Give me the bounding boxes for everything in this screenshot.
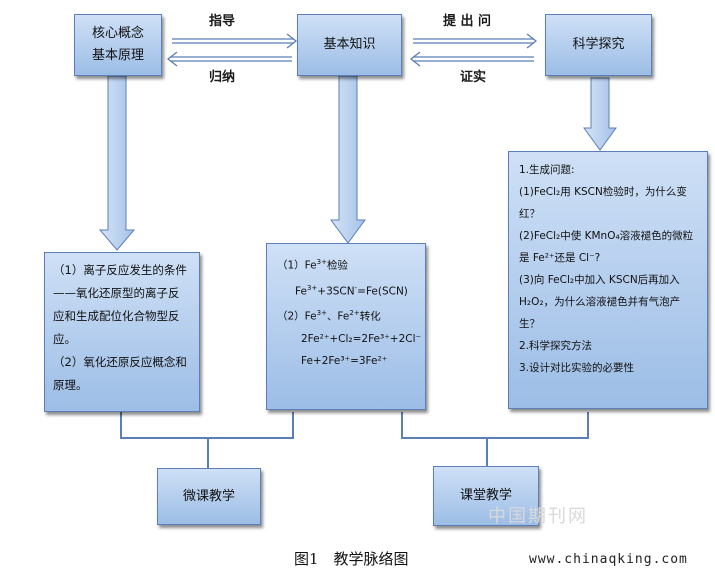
down-arrow-explore bbox=[583, 77, 617, 151]
classroom-teaching-box: 课堂教学 bbox=[433, 466, 539, 526]
mid-line-3-sup2: 2+ bbox=[349, 309, 360, 317]
scientific-inquiry-box: 科学探究 bbox=[545, 14, 652, 76]
mid-line-3-c: 转化 bbox=[359, 310, 381, 323]
right-line-9: 2.科学探究方法 bbox=[519, 340, 593, 352]
left-line-1: （1）离子反应发生的条件 bbox=[53, 263, 187, 277]
mid-line-3: （2）Fe3+、Fe2+转化 bbox=[277, 302, 415, 328]
right-line-10: 3.设计对比实验的必要性 bbox=[519, 362, 635, 374]
label-ask: 提 出 问 bbox=[443, 14, 492, 29]
left-line-2: ——氧化还原型的离子反 bbox=[53, 286, 180, 300]
basic-label: 基本知识 bbox=[323, 37, 376, 52]
arrow-ask bbox=[413, 33, 538, 49]
bracket-micro bbox=[120, 412, 294, 468]
mid-line-2-a: Fe bbox=[295, 285, 307, 297]
right-line-3: 红？ bbox=[519, 208, 540, 220]
micro-lesson-content-box: （1）离子反应发生的条件 ——氧化还原型的离子反 应和生成配位化合物型反 应。 … bbox=[44, 252, 200, 412]
explore-label: 科学探究 bbox=[572, 37, 625, 52]
right-line-7: H₂O₂，为什么溶液褪色并有气泡产 bbox=[519, 296, 681, 308]
basic-knowledge-box: 基本知识 bbox=[297, 14, 402, 76]
label-induce: 归纳 bbox=[209, 70, 236, 85]
core-line-1: 核心概念 bbox=[91, 26, 144, 41]
figure-caption: 图1 教学脉络图 bbox=[294, 550, 409, 568]
right-line-4: (2)FeCl₂中使 KMnO₄溶液褪色的微粒 bbox=[519, 230, 694, 242]
knowledge-content-box: （1）Fe3+检验 Fe3++3SCN-=Fe(SCN) （2）Fe3+、Fe2… bbox=[266, 243, 426, 410]
mid-line-2-c: =Fe(SCN) bbox=[357, 285, 408, 297]
label-guide: 指导 bbox=[209, 14, 236, 29]
mid-line-1-b: 检验 bbox=[326, 259, 348, 272]
mid-line-1: （1）Fe3+检验 bbox=[277, 251, 415, 277]
watermark-url: www.chinaqking.com bbox=[529, 552, 688, 567]
down-arrow-core bbox=[98, 75, 136, 251]
core-concept-box: 核心概念 基本原理 bbox=[74, 14, 162, 76]
left-line-6: 原理。 bbox=[53, 378, 88, 392]
left-line-4: 应。 bbox=[53, 332, 76, 346]
arrow-verify bbox=[409, 51, 534, 67]
mid-line-2-sup2: - bbox=[354, 283, 358, 292]
mid-line-1-sup: 3+ bbox=[316, 258, 327, 266]
down-arrow-basic bbox=[330, 75, 366, 244]
mid-line-3-sup1: 3+ bbox=[316, 309, 327, 317]
class-label: 课堂教学 bbox=[459, 488, 512, 503]
mid-line-2-sup1: 3+ bbox=[306, 283, 318, 292]
arrow-induce bbox=[166, 51, 292, 67]
right-line-8: 生？ bbox=[519, 318, 540, 330]
left-line-3: 应和生成配位化合物型反 bbox=[53, 309, 180, 323]
right-line-5: 是 Fe²⁺还是 Cl⁻? bbox=[519, 252, 601, 264]
mid-line-2: Fe3++3SCN-=Fe(SCN) bbox=[277, 277, 415, 303]
inquiry-content-box: 1.生成问题: (1)FeCl₂用 KSCN检验时，为什么变 红？ (2)FeC… bbox=[508, 151, 708, 409]
right-line-6: (3)向 FeCl₂中加入 KSCN后再加入 bbox=[519, 274, 680, 286]
core-line-2: 基本原理 bbox=[91, 48, 144, 63]
label-verify: 证实 bbox=[460, 70, 487, 85]
mid-line-3-a: （2）Fe bbox=[277, 310, 317, 323]
watermark-cn: 中国期刊网 bbox=[488, 506, 588, 527]
right-line-1: 1.生成问题: bbox=[519, 164, 575, 176]
mid-line-2-b: +3SCN bbox=[317, 285, 355, 297]
mid-line-4: 2Fe²⁺+Cl₂=2Fe³⁺+2Cl⁻ bbox=[301, 332, 422, 345]
bracket-class bbox=[401, 412, 589, 466]
micro-label: 微课教学 bbox=[182, 488, 235, 504]
mid-line-3-b: 、Fe bbox=[326, 310, 350, 323]
right-line-2: (1)FeCl₂用 KSCN检验时，为什么变 bbox=[519, 186, 687, 198]
mid-line-5: Fe+2Fe³⁺=3Fe²⁺ bbox=[301, 354, 388, 367]
left-line-5: （2）氧化还原反应概念和 bbox=[53, 355, 187, 369]
arrow-guide bbox=[172, 33, 298, 49]
mid-line-1-a: （1）Fe bbox=[277, 259, 317, 272]
micro-lesson-box: 微课教学 bbox=[157, 468, 261, 525]
